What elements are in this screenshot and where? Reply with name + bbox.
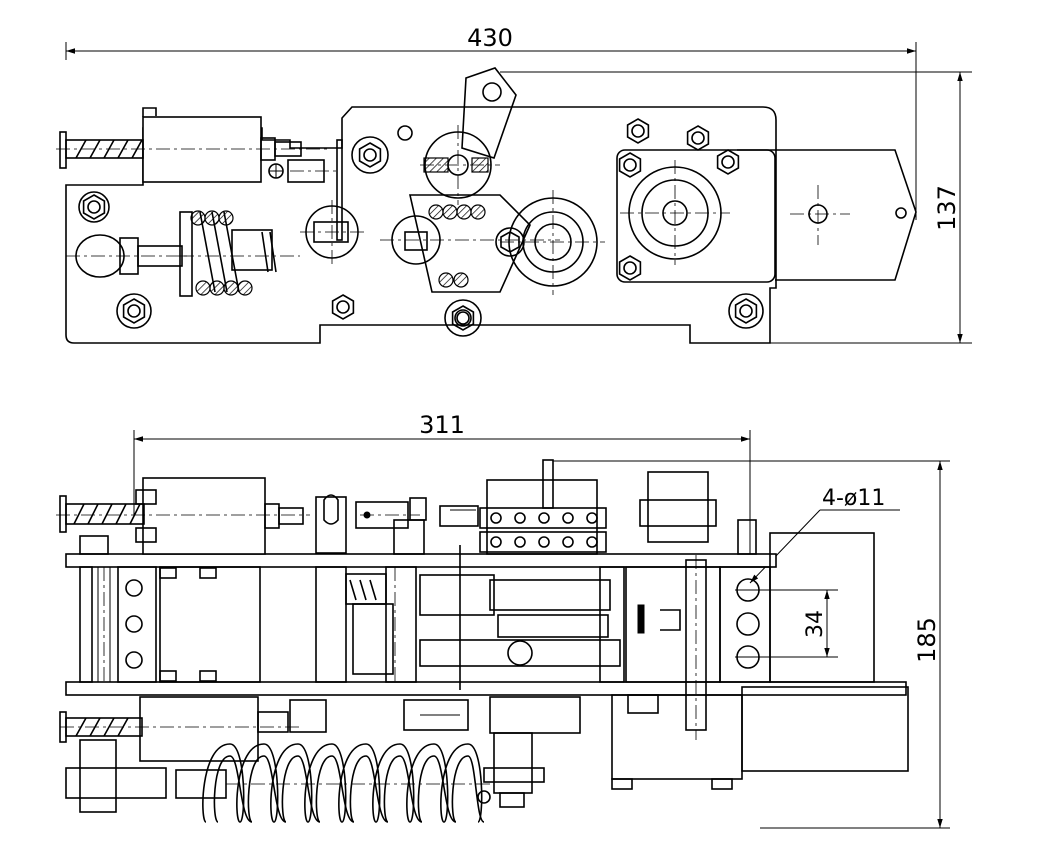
bottom-solenoid-front: [59, 696, 469, 813]
middle-mechanism: [315, 494, 625, 690]
upper-plate: [65, 553, 777, 568]
ring-bolt-2: [444, 299, 482, 337]
closing-spring-front: [175, 743, 491, 823]
mount-nut-4: [626, 118, 650, 144]
mount-nut-5: [686, 125, 710, 151]
mount-nut-9: [734, 298, 758, 324]
lower-plate: [65, 681, 907, 696]
mount-nut-6: [618, 152, 642, 178]
dimension-311: 311: [133, 411, 751, 560]
dimension-label-430: 430: [467, 24, 513, 52]
dimension-label-185: 185: [913, 617, 941, 663]
dimension-185: 185: [553, 460, 950, 829]
ring-bolt-1: [351, 136, 389, 174]
motor-bracket-top: [616, 149, 917, 283]
dimension-34: 34: [770, 589, 838, 658]
left-frame: [79, 566, 261, 683]
dimension-label-137: 137: [933, 185, 961, 231]
dimension-label-311: 311: [419, 411, 465, 439]
output-shaft-top: [500, 190, 605, 295]
mount-nut-2: [122, 298, 146, 324]
dimension-137: 137: [500, 71, 972, 344]
closing-solenoid: [56, 107, 336, 183]
mount-nut-1: [82, 194, 106, 220]
right-column: [625, 471, 875, 740]
hole-callout: 4-ø11: [749, 486, 900, 584]
mount-nut-7: [716, 149, 740, 175]
cam-link-assembly: [380, 67, 560, 293]
mount-nut-3: [331, 294, 355, 320]
terminal-block: [479, 459, 607, 555]
ball-connector: [66, 234, 190, 278]
hole-callout-label: 4-ø11: [822, 486, 885, 511]
base-plate: [65, 106, 777, 344]
dimension-label-34: 34: [803, 610, 828, 638]
front-view: 311 185 34 4-ø11: [56, 411, 950, 829]
closing-spring-top: [179, 210, 300, 297]
output-lever-front: [483, 696, 581, 808]
mount-nut-8: [618, 255, 642, 281]
top-view: 430 137: [56, 24, 972, 344]
top-solenoid-front: [56, 477, 310, 555]
shaft-left: [300, 139, 365, 265]
motor-front: [611, 686, 909, 790]
